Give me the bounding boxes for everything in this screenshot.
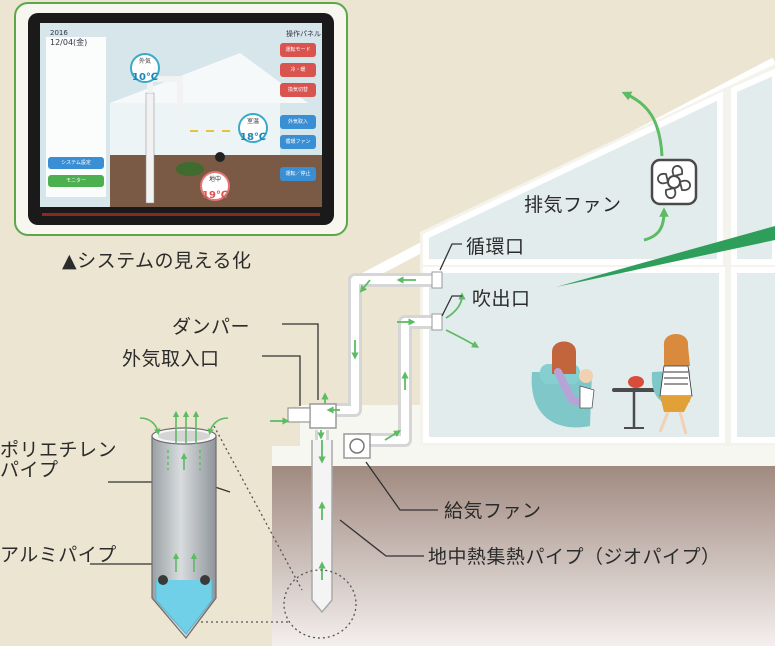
airflow-arrows xyxy=(270,276,480,580)
outside-air-intake xyxy=(287,407,311,423)
outdoor-temp-label: 外気 xyxy=(138,58,151,65)
exhaust-fan-label: 排気ファン xyxy=(524,194,622,216)
outdoor-temp-badge: 外気 10℃ xyxy=(130,53,160,83)
pipe-cutaway-arrows xyxy=(139,410,229,572)
tablet-frame: 2016 12/04(金) 外気 10℃ 室温 18℃ 地中 19℃ 操作パネル… xyxy=(14,2,348,236)
room-temp-badge: 室温 18℃ xyxy=(238,113,268,143)
supply-fan-box xyxy=(343,433,371,459)
tablet-bottom-bar xyxy=(42,213,320,216)
window-right-upper xyxy=(731,68,775,265)
geo-pipe-label: 地中熱集熱パイプ（ジオパイプ） xyxy=(428,546,721,568)
circulation-port-vent xyxy=(431,271,443,289)
family-illustration xyxy=(531,334,693,435)
outside-air-intake-label: 外気取入口 xyxy=(122,348,220,370)
circulation-port-label: 循環口 xyxy=(466,236,525,258)
tablet-left-panel xyxy=(46,37,106,197)
tablet-button-mode[interactable]: 運転モード xyxy=(280,43,316,57)
outlet-vent xyxy=(431,313,443,331)
tablet-button-settings[interactable]: システム設定 xyxy=(48,157,104,169)
tablet-caption: ▲システムの見える化 xyxy=(62,250,252,272)
tablet-button-vent[interactable]: 換気切替 xyxy=(280,83,316,97)
tablet-device: 2016 12/04(金) 外気 10℃ 室温 18℃ 地中 19℃ 操作パネル… xyxy=(28,13,334,225)
ground-temp-badge: 地中 19℃ xyxy=(200,171,230,201)
house-floor xyxy=(272,446,775,466)
ground-temp-label: 地中 xyxy=(208,176,221,183)
damper-box xyxy=(309,403,337,429)
tablet-button-monitor[interactable]: モニター xyxy=(48,175,104,187)
window-left-upper xyxy=(423,91,723,265)
aluminum-pipe-label: アルミパイプ xyxy=(0,544,117,566)
damper-label: ダンパー xyxy=(172,316,251,338)
tablet-screen: 2016 12/04(金) 外気 10℃ 室温 18℃ 地中 19℃ 操作パネル… xyxy=(40,23,322,207)
polyethylene-pipe-label-line1: ポリエチレン xyxy=(0,439,118,461)
supply-fan-label: 給気ファン xyxy=(444,500,542,522)
exhaust-fan-icon xyxy=(650,158,698,206)
dotted-callouts xyxy=(186,425,357,639)
exhaust-arrow-out xyxy=(621,91,664,157)
pipe-cutaway xyxy=(151,427,217,639)
geo-pipe xyxy=(311,440,333,614)
supply-fan-icon xyxy=(349,438,365,454)
room-temp-label: 室温 xyxy=(246,118,259,125)
tablet-year: 2016 xyxy=(50,29,68,37)
ground-temp-value: 19℃ xyxy=(202,190,229,201)
outdoor-temp-value: 10℃ xyxy=(132,72,159,83)
tablet-button-heat-cool[interactable]: 冷・暖 xyxy=(280,63,316,77)
ground-soil xyxy=(272,466,775,646)
outlet-pointer xyxy=(556,226,775,287)
polyethylene-pipe-label-line2: パイプ xyxy=(0,459,59,481)
tablet-panel-title: 操作パネル xyxy=(286,30,321,38)
tablet-date: 12/04(金) xyxy=(50,38,88,47)
room-temp-value: 18℃ xyxy=(240,132,267,143)
exhaust-arrow-up xyxy=(643,207,669,242)
tablet-button-circulation[interactable]: 循環ファン xyxy=(280,135,316,149)
window-right-lower xyxy=(731,267,775,443)
polyethylene-pipe-label: ポリエチレン パイプ xyxy=(0,440,117,480)
tablet-button-intake[interactable]: 外気取入 xyxy=(280,115,316,129)
outlet-label: 吹出口 xyxy=(472,288,531,310)
tablet-button-power[interactable]: 運転／停止 xyxy=(280,167,316,181)
